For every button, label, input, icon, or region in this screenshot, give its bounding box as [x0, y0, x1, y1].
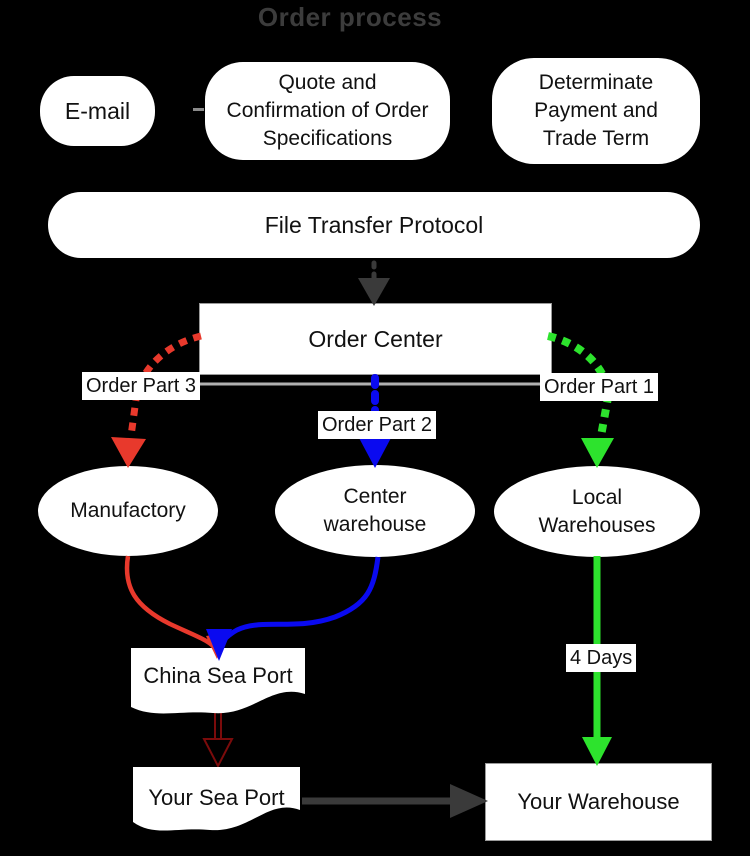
node-manufactory: Manufactory [38, 466, 218, 556]
edge-label-4-days: 4 Days [566, 644, 637, 672]
node-order-center: Order Center [199, 303, 552, 375]
ftp-to-order-center-arrowhead [358, 278, 390, 306]
edge-label-order-part-2: Order Part 2 [318, 411, 437, 439]
local-to-your-warehouse-arrowhead [582, 737, 612, 766]
china-to-your-sea-port-line [214, 698, 222, 740]
center-warehouse-to-china-port-line [217, 556, 381, 648]
node-your-sea-port-label: Your Sea Port [148, 785, 285, 810]
edge-label-order-part-1: Order Part 1 [540, 373, 659, 401]
node-local-warehouses: Local Warehouses [494, 466, 700, 557]
node-center-warehouse: Center warehouse [275, 465, 475, 557]
connector-dash [193, 108, 204, 111]
node-file-transfer-protocol: File Transfer Protocol [48, 192, 700, 258]
edge-label-order-part-3: Order Part 3 [82, 372, 201, 400]
node-determinate-payment: Determinate Payment and Trade Term [492, 58, 700, 164]
order-part-1-arrowhead [581, 438, 614, 468]
node-quote-confirmation: Quote and Confirmation of Order Specific… [205, 62, 450, 160]
node-your-warehouse: Your Warehouse [485, 763, 712, 841]
order-part-3-arrowhead [111, 437, 146, 468]
page-title: Order process [257, 2, 443, 32]
node-email: E-mail [40, 76, 155, 146]
order-part-2-arrowhead [358, 436, 392, 468]
sea-port-to-warehouse-arrowhead [450, 784, 488, 818]
manufactory-to-china-port-line [124, 555, 218, 652]
china-to-your-sea-port-arrowhead [202, 738, 234, 769]
node-china-sea-port-label: China Sea Port [143, 663, 293, 688]
